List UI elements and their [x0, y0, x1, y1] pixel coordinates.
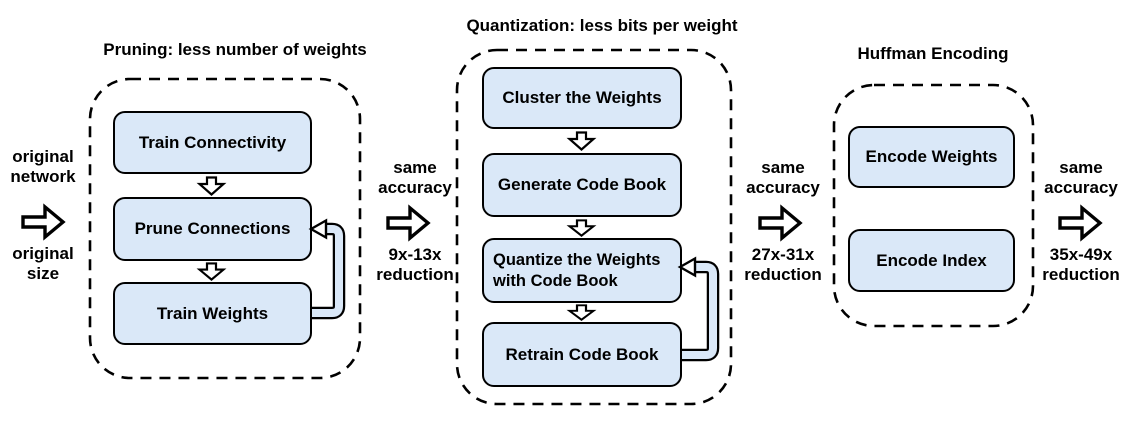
loop-arrowhead [677, 256, 697, 278]
down-arrow-shape [196, 262, 227, 281]
right-block-arrow-shape [21, 203, 66, 241]
down-arrow-icon [196, 176, 227, 196]
right-block-arrow-shape [386, 204, 431, 242]
down-arrow-shape [566, 219, 597, 237]
quantization-dashed-boundary [455, 48, 733, 406]
dashed-rect [832, 83, 1035, 328]
right-block-arrow-shape [758, 204, 803, 242]
quantization-box-cluster-weights: Cluster the Weights [482, 67, 682, 129]
pruning-feedback-loop-arrow [308, 218, 346, 320]
down-arrow-icon [566, 219, 597, 237]
right-block-arrow-shape [1058, 204, 1103, 242]
quantization-stage-title: Quantization: less bits per weight [466, 16, 738, 35]
right-block-arrow-icon [21, 203, 66, 241]
pruning-stage-title: Pruning: less number of weights [103, 40, 367, 59]
right-block-arrow-icon [758, 204, 803, 242]
down-arrow-shape [566, 131, 597, 151]
down-arrow-icon [196, 262, 227, 281]
huffman-box-encode-index: Encode Index [848, 229, 1015, 292]
pruning-box-train-connectivity: Train Connectivity [113, 111, 312, 174]
loop-band [312, 225, 343, 317]
huffman-stage-title: Huffman Encoding [857, 44, 1009, 63]
pruning-box-train-weights: Train Weights [113, 282, 312, 345]
quantization-feedback-loop-arrow [677, 256, 720, 362]
right-block-arrow-icon [1058, 204, 1103, 242]
right-block-arrow-icon [386, 204, 431, 242]
pruning-dashed-boundary [88, 77, 362, 380]
quantization-box-quantize-weights: Quantize the Weights with Code Book [482, 238, 682, 303]
input-top-label: original network [10, 147, 76, 186]
loop-arrowhead [308, 218, 328, 240]
transition-3-top-label: same accuracy [1044, 158, 1118, 197]
input-bottom-label: original size [12, 244, 74, 283]
dashed-rect [88, 77, 362, 380]
loop-band [682, 263, 717, 359]
loop-band-outline [312, 222, 346, 320]
quantization-box-generate-code-book: Generate Code Book [482, 153, 682, 217]
huffman-dashed-boundary [832, 83, 1035, 328]
huffman-box-encode-weights: Encode Weights [848, 126, 1015, 188]
transition-3-bottom-label: 35x-49x reduction [1042, 245, 1120, 284]
transition-1-top-label: same accuracy [378, 158, 452, 197]
dashed-rect [455, 48, 733, 406]
down-arrow-shape [566, 304, 597, 321]
transition-1-bottom-label: 9x-13x reduction [376, 245, 454, 284]
transition-2-top-label: same accuracy [746, 158, 820, 197]
down-arrow-icon [566, 304, 597, 321]
down-arrow-icon [566, 131, 597, 151]
transition-2-bottom-label: 27x-31x reduction [744, 245, 822, 284]
down-arrow-shape [196, 176, 227, 196]
loop-band-outline [682, 260, 720, 362]
quantization-box-retrain-code-book: Retrain Code Book [482, 322, 682, 387]
pruning-box-prune-connections: Prune Connections [113, 197, 312, 261]
